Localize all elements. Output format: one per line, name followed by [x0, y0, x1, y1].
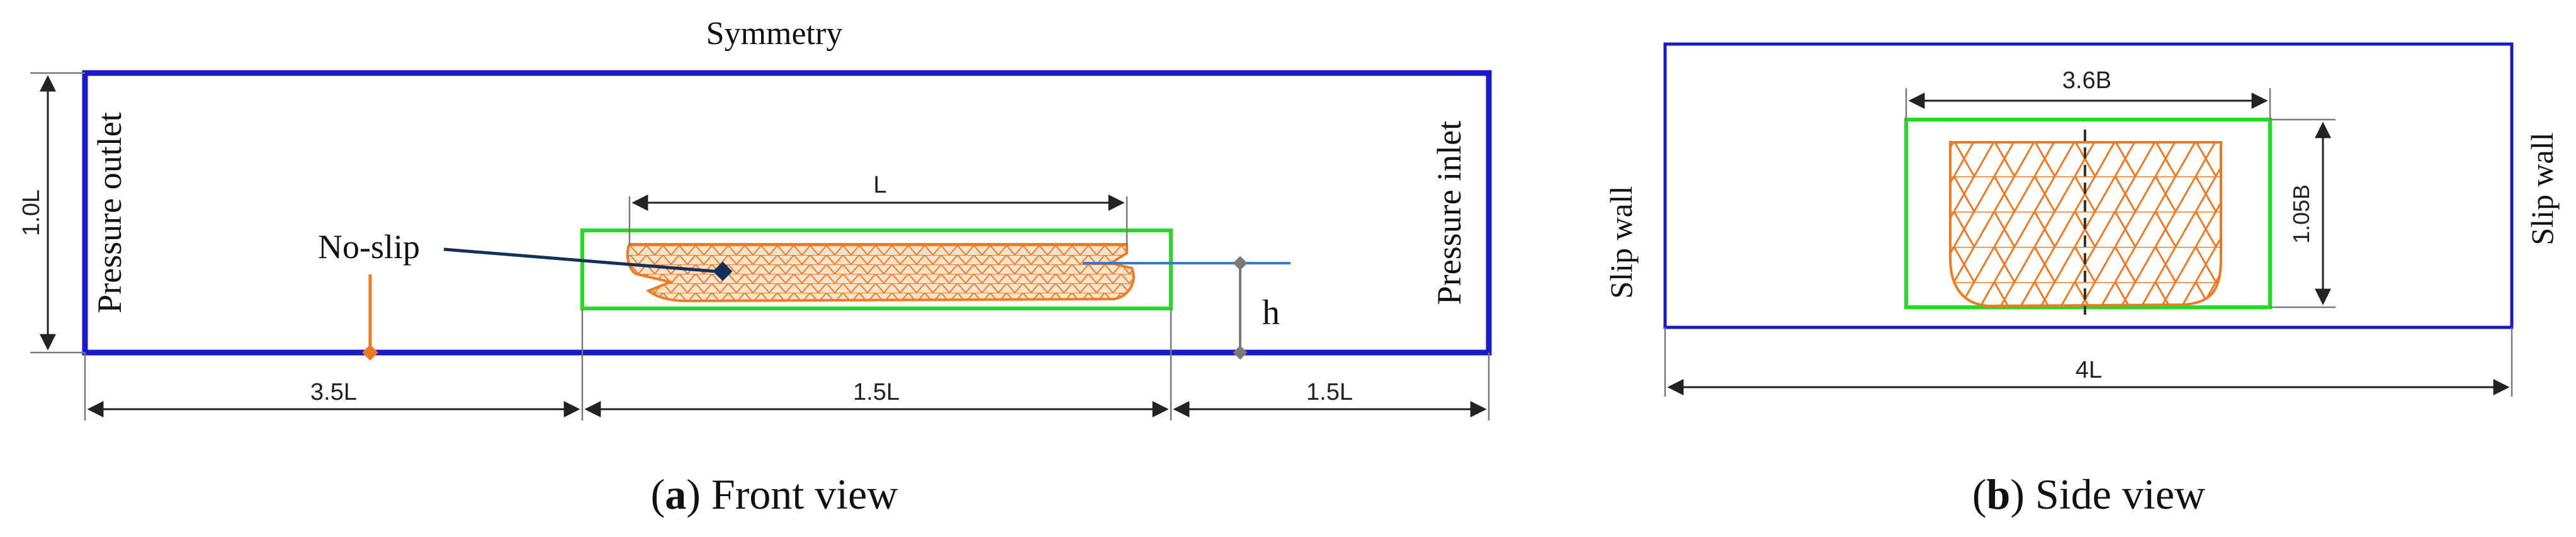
pressure-inlet-label: Pressure inlet	[1430, 121, 1468, 305]
probe-marker	[362, 344, 378, 361]
dim-right-label: 1.5L	[1306, 379, 1353, 405]
length-label: L	[873, 172, 886, 198]
front-refinement-box	[580, 229, 1173, 310]
front-caption-letter: a	[665, 470, 686, 518]
front-caption-text: Front view	[711, 470, 898, 518]
side-view-caption: (b) Side view	[1972, 470, 2205, 518]
h-label: h	[1262, 293, 1280, 332]
side-caption-text: Side view	[2035, 470, 2205, 518]
hull-height-label: 1.05B	[2288, 184, 2314, 244]
dim-left-label: 3.5L	[310, 379, 357, 405]
dim-mid-label: 1.5L	[853, 379, 900, 405]
slip-wall-right-label: Slip wall	[2524, 132, 2560, 245]
no-slip-pointer	[443, 247, 723, 274]
side-view: Slip wall Slip wall 3.6B 1.05B 4L (b) Si…	[1603, 42, 2560, 518]
symmetry-label: Symmetry	[706, 16, 843, 52]
front-domain-boundary	[82, 70, 1492, 356]
width-label: 3.6B	[2062, 67, 2111, 94]
side-refinement-box	[1904, 118, 2272, 309]
front-view-caption: (a) Front view	[651, 470, 898, 518]
side-caption-letter: b	[1987, 470, 2011, 518]
no-slip-label: No-slip	[318, 228, 420, 266]
draft-marker-bottom	[1233, 345, 1248, 360]
height-label: 1.0L	[18, 189, 45, 236]
side-domain-boundary	[1663, 42, 2514, 329]
front-view: Symmetry 1.0L Pressure outlet Pressure i…	[18, 16, 1492, 518]
draft-marker-top	[1233, 256, 1248, 271]
pressure-outlet-label: Pressure outlet	[91, 112, 128, 313]
slip-wall-left-label: Slip wall	[1603, 186, 1639, 298]
no-slip-marker	[713, 261, 733, 281]
total-width-label: 4L	[2076, 357, 2102, 383]
hull-mesh-front	[626, 243, 1135, 303]
